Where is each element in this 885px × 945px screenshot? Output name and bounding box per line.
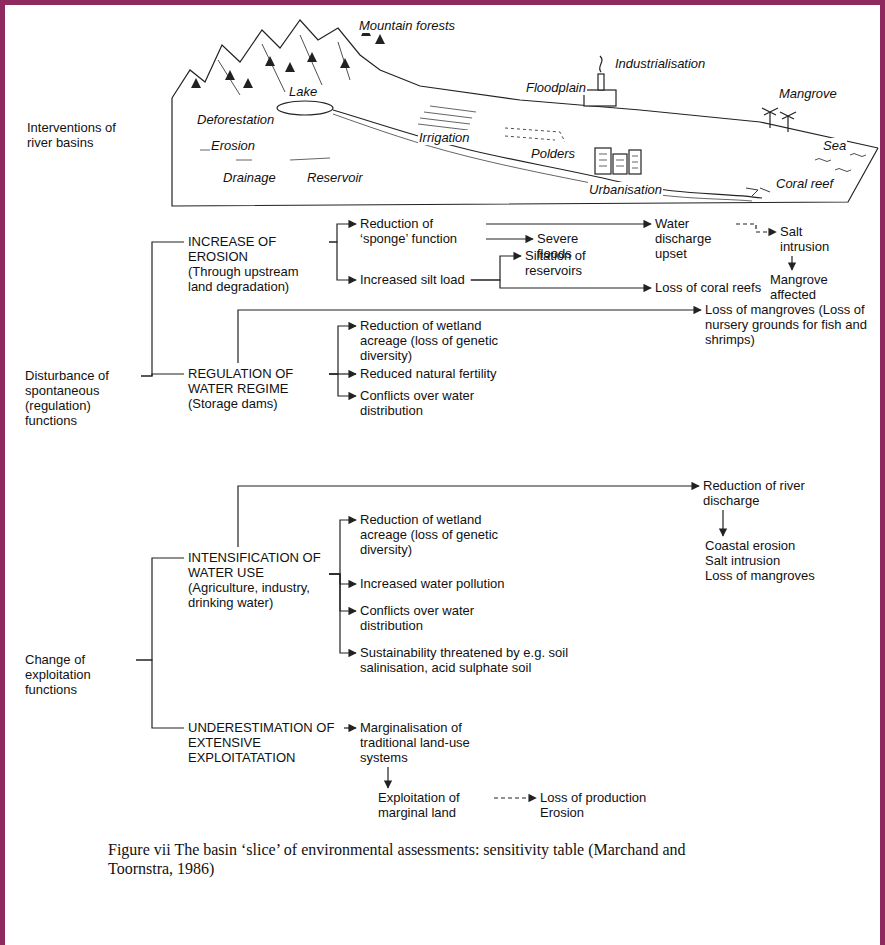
node-text: Exploitation of marginal land bbox=[378, 790, 488, 820]
flow-connector bbox=[136, 558, 184, 660]
flow-connector bbox=[329, 574, 356, 611]
flow-connector bbox=[486, 223, 651, 224]
node-text: Increased silt load bbox=[360, 272, 465, 287]
node-subtext: (Agriculture, industry, drinking water) bbox=[188, 580, 323, 610]
flow-node: Water discharge upset bbox=[655, 216, 730, 261]
flow-connector bbox=[141, 374, 184, 376]
flow-node: Increased silt load bbox=[360, 272, 465, 287]
node-text: Loss of coral reefs bbox=[655, 280, 761, 295]
flow-connector bbox=[486, 238, 533, 239]
flow-connector bbox=[329, 374, 356, 396]
flow-connector bbox=[471, 280, 651, 288]
node-text: Reduction of wetland acreage (loss of ge… bbox=[360, 318, 520, 363]
flow-connector bbox=[238, 310, 701, 363]
flow-node: Exploitation of marginal land bbox=[378, 790, 488, 820]
illustration-label: Mangrove bbox=[778, 86, 838, 101]
illustration-label: Sea bbox=[822, 138, 847, 153]
node-text: Salt intrusion bbox=[780, 224, 842, 254]
node-text: Reduced natural fertility bbox=[360, 366, 497, 381]
flow-node: Disturbance of spontaneous (regulation) … bbox=[25, 368, 135, 428]
node-text: Mangrove affected bbox=[770, 272, 850, 302]
flow-connector bbox=[329, 242, 356, 280]
flow-node: Change of exploitation functions bbox=[25, 652, 130, 697]
node-text: Siltation of reservoirs bbox=[525, 248, 640, 278]
node-text: Water discharge upset bbox=[655, 216, 730, 261]
figure-caption: Figure vii The basin ‘slice’ of environm… bbox=[108, 840, 748, 878]
illustration-label: Reservoir bbox=[306, 170, 364, 185]
flow-connector bbox=[471, 256, 521, 280]
node-text: Change of exploitation functions bbox=[25, 652, 130, 697]
flow-connector bbox=[141, 242, 184, 376]
illustration-label: Industrialisation bbox=[614, 56, 706, 71]
illustration-label: Urbanisation bbox=[588, 182, 663, 197]
flow-node: Conflicts over water distribution bbox=[360, 388, 520, 418]
flow-connector bbox=[329, 326, 356, 374]
node-text: UNDERESTIMATION OF EXTENSIVE EXPLOITATAT… bbox=[188, 720, 338, 765]
node-subtext: Salt intrusion bbox=[705, 553, 815, 568]
node-text: INCREASE OF EROSION bbox=[188, 234, 323, 264]
flow-connector bbox=[329, 520, 356, 574]
node-text: Coastal erosion bbox=[705, 538, 815, 553]
node-text: Reduction of wetland acreage (loss of ge… bbox=[360, 512, 520, 557]
node-text: Marginalisation of traditional land-use … bbox=[360, 720, 495, 765]
flow-node: INCREASE OF EROSION(Through upstream lan… bbox=[188, 234, 323, 294]
flow-node: Marginalisation of traditional land-use … bbox=[360, 720, 495, 765]
node-text: Reduction of river discharge bbox=[703, 478, 833, 508]
flow-node: Reduction of wetland acreage (loss of ge… bbox=[360, 512, 520, 557]
node-text: INTENSIFICATION OF WATER USE bbox=[188, 550, 323, 580]
flow-connector bbox=[494, 797, 536, 798]
flow-connector bbox=[329, 574, 356, 653]
flow-node: Loss of coral reefs bbox=[655, 280, 761, 295]
flow-connector bbox=[791, 256, 792, 270]
flow-node: Loss of production Erosion bbox=[540, 790, 655, 820]
flow-node: Reduction of ‘sponge’ function bbox=[360, 216, 480, 246]
flow-connector bbox=[736, 224, 776, 232]
flow-connector bbox=[722, 510, 723, 536]
flow-connector bbox=[136, 660, 184, 728]
node-text: Increased water pollution bbox=[360, 576, 505, 591]
illustration-label: Lake bbox=[288, 84, 318, 99]
flow-node: UNDERESTIMATION OF EXTENSIVE EXPLOITATAT… bbox=[188, 720, 338, 765]
illustration-label: Drainage bbox=[222, 170, 277, 185]
node-subtext: Loss of mangroves bbox=[705, 568, 815, 583]
illustration-label: Erosion bbox=[210, 138, 256, 153]
flow-node: REGULATION OF WATER REGIME(Storage dams) bbox=[188, 366, 323, 411]
node-text: Conflicts over water distribution bbox=[360, 388, 520, 418]
flow-connector bbox=[387, 767, 388, 788]
illustration-label: Deforestation bbox=[196, 112, 275, 127]
node-text: Conflicts over water distribution bbox=[360, 603, 520, 633]
flow-node: Coastal erosionSalt intrusionLoss of man… bbox=[705, 538, 815, 583]
flow-node: Conflicts over water distribution bbox=[360, 603, 520, 633]
flow-connector bbox=[329, 224, 356, 242]
illustration-label: Irrigation bbox=[418, 130, 471, 145]
illustration-label: Floodplain bbox=[525, 80, 587, 95]
illustration-label: Mountain forests bbox=[358, 18, 456, 33]
side-label: Interventions of river basins bbox=[26, 120, 143, 150]
node-text: Disturbance of spontaneous (regulation) … bbox=[25, 368, 135, 428]
node-subtext: (Storage dams) bbox=[188, 396, 323, 411]
flow-node: Reduction of wetland acreage (loss of ge… bbox=[360, 318, 520, 363]
flow-node: Reduction of river discharge bbox=[703, 478, 833, 508]
flow-node: Loss of mangroves (Loss of nursery groun… bbox=[705, 302, 880, 347]
node-text: Loss of production Erosion bbox=[540, 790, 655, 820]
flow-node: INTENSIFICATION OF WATER USE(Agriculture… bbox=[188, 550, 323, 610]
node-text: Reduction of ‘sponge’ function bbox=[360, 216, 480, 246]
flow-connector bbox=[329, 574, 356, 584]
flow-node: Siltation of reservoirs bbox=[525, 248, 640, 278]
flow-node: Mangrove affected bbox=[770, 272, 850, 302]
flow-connector bbox=[344, 727, 356, 728]
illustration-label: Polders bbox=[530, 146, 576, 161]
node-text: REGULATION OF WATER REGIME bbox=[188, 366, 323, 396]
node-text: Loss of mangroves (Loss of nursery groun… bbox=[705, 302, 880, 347]
node-subtext: (Through upstream land degradation) bbox=[188, 264, 323, 294]
flow-node: Reduced natural fertility bbox=[360, 366, 497, 381]
flow-node: Sustainability threatened by e.g. soil s… bbox=[360, 645, 570, 675]
flow-node: Increased water pollution bbox=[360, 576, 505, 591]
node-text: Sustainability threatened by e.g. soil s… bbox=[360, 645, 570, 675]
flow-node: Salt intrusion bbox=[780, 224, 842, 254]
illustration-label: Coral reef bbox=[775, 176, 834, 191]
